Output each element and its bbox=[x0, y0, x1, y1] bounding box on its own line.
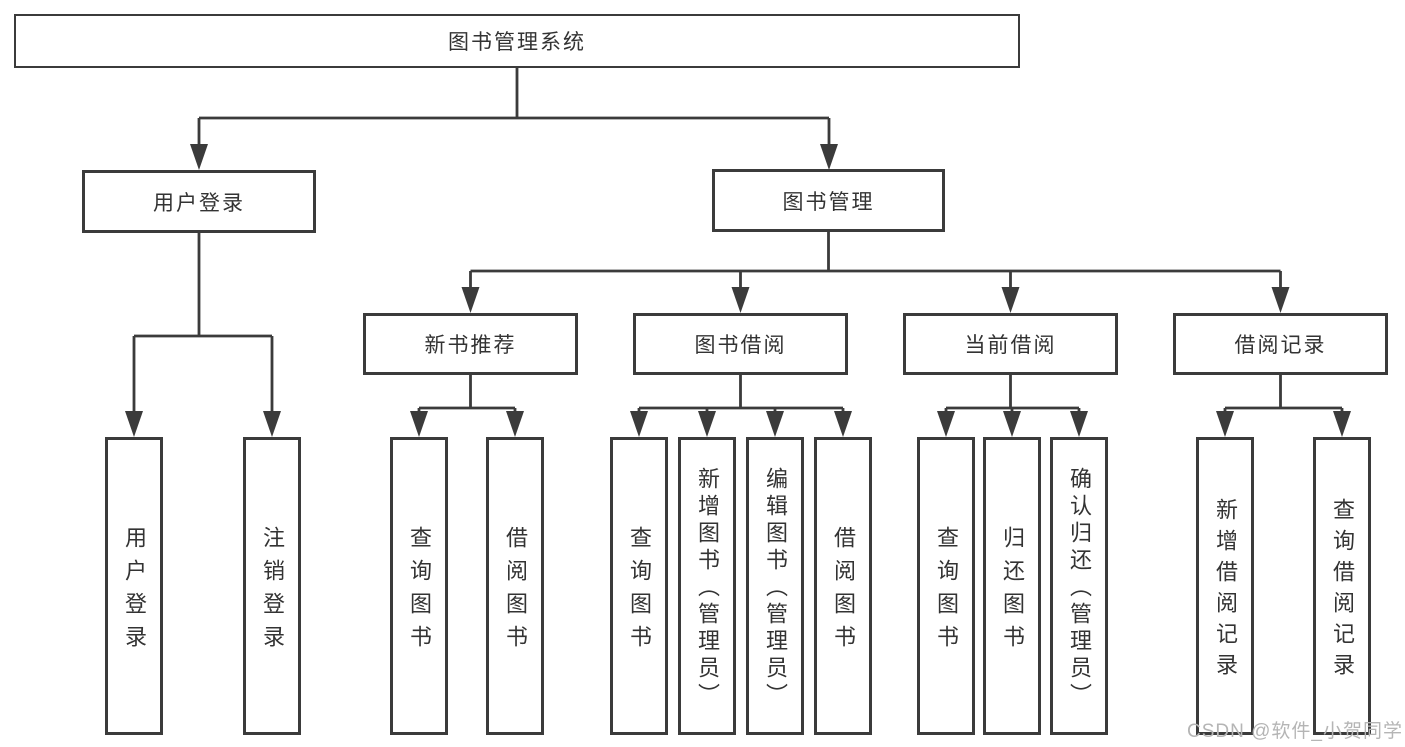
connector-new-book-recommend-to-leaves bbox=[417, 375, 517, 415]
leaf-logout-login: 注销登录 bbox=[243, 437, 301, 735]
node-label: 用户登录 bbox=[153, 191, 245, 215]
node-label: 图书管理系统 bbox=[448, 31, 586, 54]
connector-book-management-to-level3 bbox=[469, 232, 1282, 291]
node-borrow-record: 借阅记录 bbox=[1173, 313, 1388, 375]
leaf-recommend-query-book: 查询图书 bbox=[390, 437, 448, 735]
node-label: 查询图书 bbox=[627, 525, 652, 658]
leaf-user-login: 用户登录 bbox=[105, 437, 163, 735]
node-new-book-recommend: 新书推荐 bbox=[363, 313, 578, 375]
node-label: 借阅图书 bbox=[503, 525, 528, 658]
connector-root-to-level2 bbox=[197, 67, 831, 148]
connector-current-borrow-to-leaves bbox=[944, 375, 1081, 415]
node-label: 新增借阅记录 bbox=[1213, 497, 1238, 684]
node-user-login: 用户登录 bbox=[82, 170, 316, 233]
connector-user-login-to-leaves bbox=[132, 233, 274, 415]
node-label: 编辑图书（管理员） bbox=[763, 467, 788, 710]
leaf-borrow-add-book-admin: 新增图书（管理员） bbox=[678, 437, 736, 735]
node-label: 借阅记录 bbox=[1234, 334, 1327, 357]
leaf-record-query-borrow-record: 查询借阅记录 bbox=[1313, 437, 1371, 735]
node-current-borrow: 当前借阅 bbox=[903, 313, 1118, 375]
leaf-borrow-edit-book-admin: 编辑图书（管理员） bbox=[746, 437, 804, 735]
node-label: 用户登录 bbox=[122, 525, 147, 658]
leaf-current-confirm-return-admin: 确认归还（管理员） bbox=[1050, 437, 1108, 735]
leaf-recommend-borrow-book: 借阅图书 bbox=[486, 437, 544, 735]
node-label: 查询借阅记录 bbox=[1330, 497, 1355, 684]
node-label: 当前借阅 bbox=[964, 334, 1057, 357]
node-label: 图书借阅 bbox=[694, 334, 787, 357]
leaf-current-query-book: 查询图书 bbox=[917, 437, 975, 735]
node-label: 查询图书 bbox=[934, 525, 959, 658]
connector-borrow-record-to-leaves bbox=[1223, 375, 1344, 415]
connector-book-borrow-to-leaves bbox=[637, 375, 845, 415]
node-label: 借阅图书 bbox=[831, 525, 856, 658]
node-label: 确认归还（管理员） bbox=[1067, 467, 1092, 710]
leaf-record-add-borrow-record: 新增借阅记录 bbox=[1196, 437, 1254, 735]
node-book-borrow: 图书借阅 bbox=[633, 313, 848, 375]
leaf-borrow-query-book: 查询图书 bbox=[610, 437, 668, 735]
node-label: 查询图书 bbox=[407, 525, 432, 658]
node-label: 新增图书（管理员） bbox=[695, 467, 720, 710]
node-label: 归还图书 bbox=[1000, 525, 1025, 658]
node-label: 注销登录 bbox=[260, 525, 285, 658]
node-book-management: 图书管理 bbox=[712, 169, 945, 232]
node-label: 图书管理 bbox=[782, 190, 875, 214]
arrowheads bbox=[125, 144, 1351, 437]
node-root-system: 图书管理系统 bbox=[14, 14, 1020, 68]
leaf-current-return-book: 归还图书 bbox=[983, 437, 1041, 735]
leaf-borrow-borrow-book: 借阅图书 bbox=[814, 437, 872, 735]
csdn-watermark: CSDN @软件_小贺同学 bbox=[1187, 721, 1403, 742]
node-label: 新书推荐 bbox=[424, 334, 517, 357]
